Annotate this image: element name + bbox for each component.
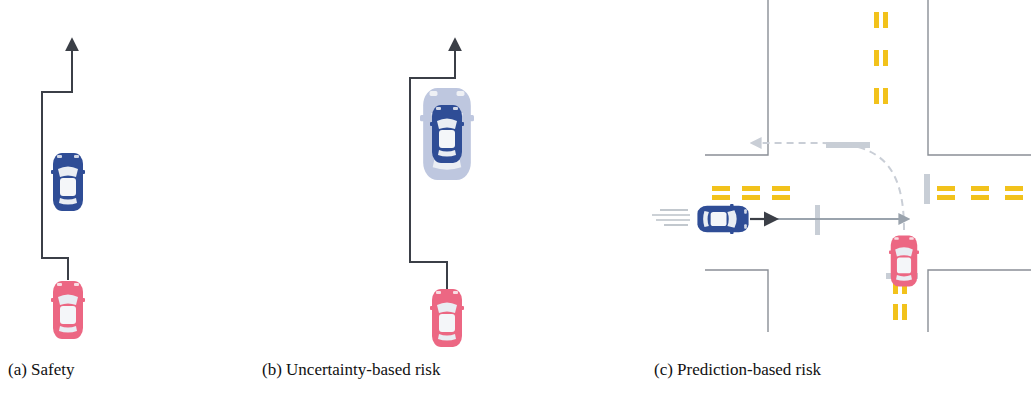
panel-c [652,0,1031,332]
panel-caption: (a) Safety [8,360,75,380]
panel-caption: (c) Prediction-based risk [654,360,821,380]
panel-b [410,40,474,347]
panel-caption: (b) Uncertainty-based risk [262,360,440,380]
panel-a [42,40,85,339]
